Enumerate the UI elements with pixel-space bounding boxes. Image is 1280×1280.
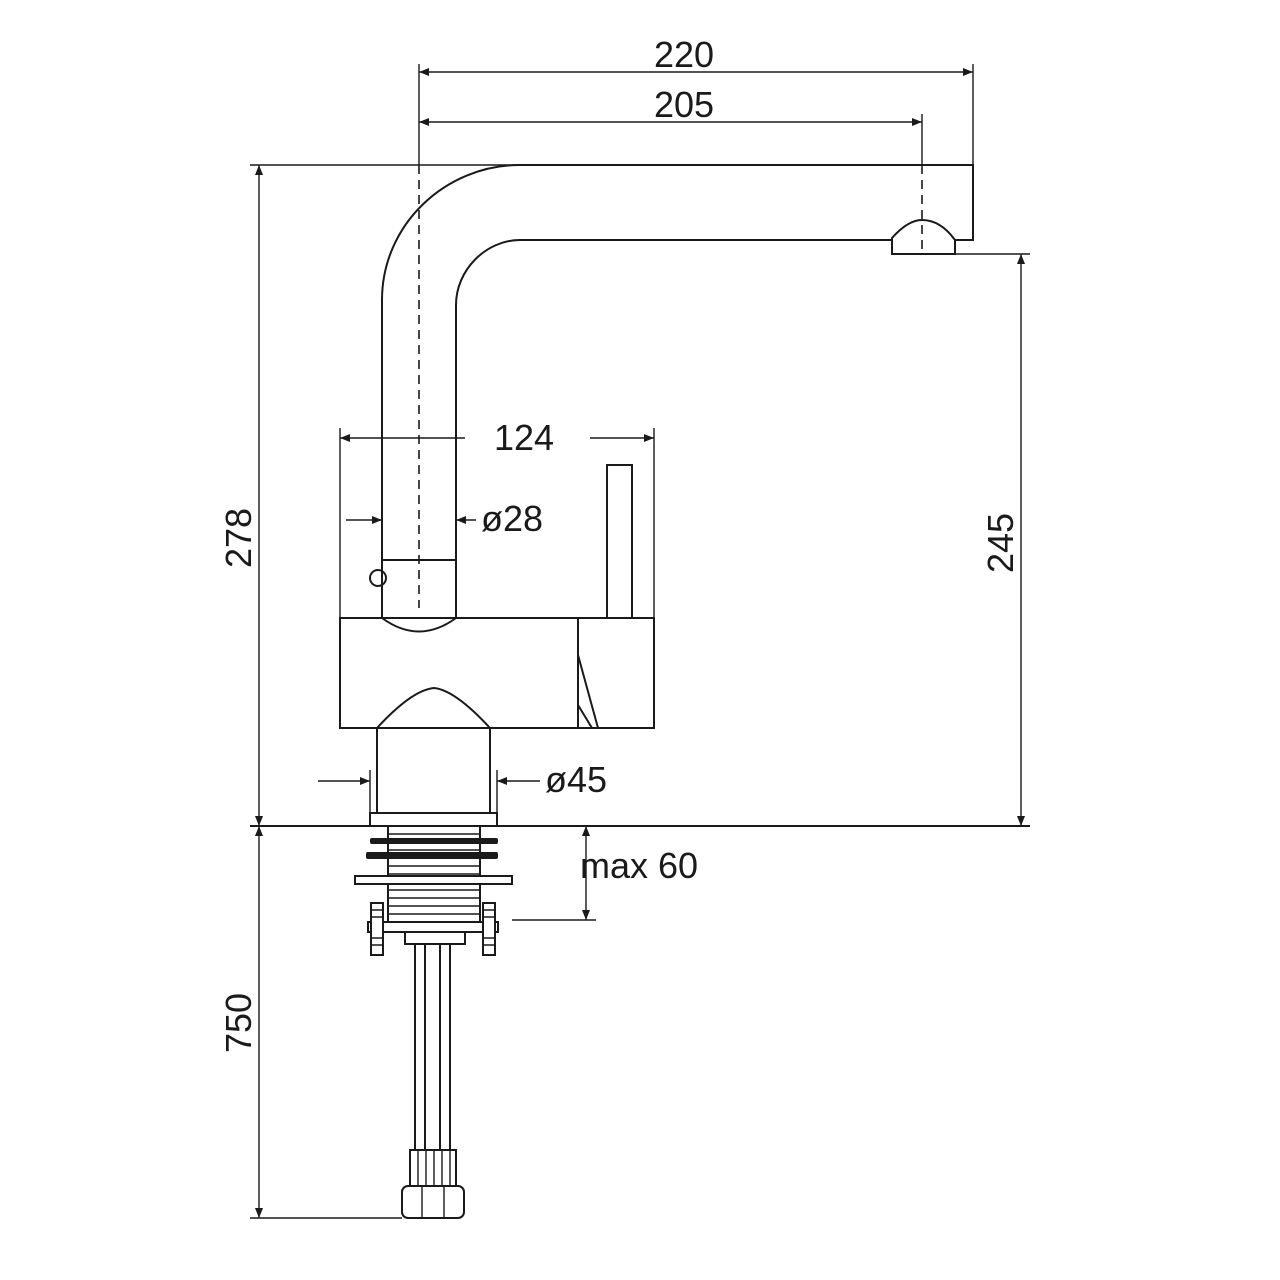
dimensions: 220 205 124 ø28 ø45 278 245 max 60 (218, 34, 1030, 1219)
flex-hoses (401, 944, 465, 1219)
hose-fitting-flats (421, 1186, 445, 1218)
stud-thread (371, 909, 495, 946)
lever-joint (577, 654, 599, 729)
base-column (376, 727, 491, 814)
base-flange (369, 812, 498, 827)
dim-body-width: 124 (494, 417, 554, 458)
lever-stem (606, 464, 633, 621)
dim-spout-diameter: ø28 (481, 498, 543, 539)
hose-left (414, 944, 426, 1150)
fixing-plate (367, 921, 499, 933)
fixing-washer (354, 875, 513, 885)
hose-crimp-lines (417, 1150, 451, 1186)
faucet-outline (250, 164, 1030, 1219)
aerator (891, 218, 956, 255)
neck-knob (369, 569, 387, 587)
lever-cap (577, 617, 655, 729)
gasket-upper (370, 838, 498, 844)
hose-crimp (409, 1149, 457, 1187)
hose-right (439, 944, 451, 1150)
dim-spout-reach: 205 (654, 84, 714, 125)
stud-left (370, 902, 384, 956)
stud-right (482, 902, 496, 956)
hose-fitting-nut (401, 1185, 465, 1219)
dim-spout-height: 245 (980, 513, 1021, 573)
dim-max-worktop: max 60 (580, 845, 698, 886)
mixer-body (339, 617, 579, 729)
mounting-assembly (354, 825, 513, 956)
dim-hose-length: 750 (218, 993, 259, 1053)
dim-total-reach: 220 (654, 34, 714, 75)
fixing-nut (404, 931, 466, 945)
spout (381, 164, 974, 560)
dim-total-height: 278 (218, 508, 259, 568)
gasket-lower (366, 852, 498, 859)
dim-base-diameter: ø45 (545, 759, 607, 800)
